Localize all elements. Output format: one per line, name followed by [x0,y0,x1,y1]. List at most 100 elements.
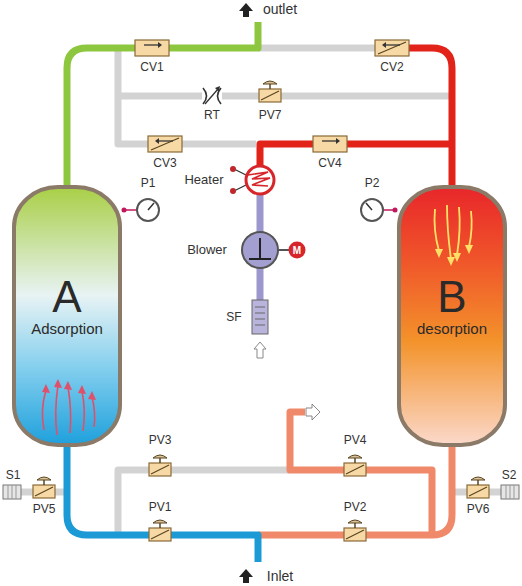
pipe [118,93,452,100]
vessel: Bdesorption [397,185,507,447]
pipe [118,470,290,535]
drawing-part [465,245,473,254]
part-label: PV5 [33,503,56,516]
gauge-tap [393,208,398,213]
blower-mark [249,238,271,259]
pneumatic-valve [344,520,366,541]
heater-symbol [230,166,274,194]
blower-symbol [242,232,306,268]
wire-end [230,166,236,172]
part-label: RT [204,109,220,122]
part-label: P2 [365,177,380,190]
vessel: AAdsorption [12,185,122,447]
pressure-gauge [361,199,398,221]
drawing-part [78,385,86,394]
restrictor-head [215,86,220,92]
inlet-arrow [239,569,253,583]
blower-body [242,232,278,268]
drawing-part [64,381,72,390]
drawing-part [42,379,96,400]
part-label: CV1 [140,61,163,74]
silencer [501,485,519,499]
drawing-part [435,249,443,258]
check-valve [375,40,409,56]
drawing-part [435,205,472,259]
pipe [67,445,258,562]
part-label: PV6 [467,503,490,516]
gauge-dial [361,199,383,221]
pneumatic-valve [149,455,171,476]
drawing-part [42,390,46,430]
part-label: PV2 [344,501,367,514]
part-label: Blower [187,243,227,257]
motor-body [289,242,306,259]
drawing-part [92,397,95,427]
part-label: CV3 [153,157,176,170]
pipe [258,45,392,52]
vessel-letter: A [52,273,81,321]
restrictor-arrow [205,89,218,104]
heater-wires [234,169,246,191]
outlet-arrow [239,3,253,17]
pneumatic-valve [33,477,55,498]
exhaust-arrow [306,404,320,420]
suction-filter [252,300,268,358]
filter-body [252,300,268,334]
pressure-gauge [122,199,160,221]
silencer [3,485,21,499]
part-label: PV3 [149,434,172,447]
drawing-part [435,209,440,251]
silencer-body [3,485,21,499]
drawing-part [56,385,58,435]
vessel-state: desorption [417,321,487,338]
part-label: CV2 [380,61,403,74]
drawing-part [14,187,120,445]
silencer-body [501,485,519,499]
heater-coil [248,172,270,186]
drawing-part [435,245,473,266]
gauge-dial [137,199,159,221]
gauge-needle [366,203,372,210]
part-label: P1 [141,177,156,190]
part-label: S1 [6,469,21,482]
drawing-part [469,211,472,247]
pipe [260,144,452,166]
vessel-text: Bdesorption [397,185,507,338]
drawing-part [399,187,505,445]
drawing-part [88,391,96,400]
vessel-letter: B [437,273,466,321]
pneumatic-valve [259,81,281,102]
check-valve [135,40,169,56]
part-label: PV7 [259,109,282,122]
pneumatic-valve [149,520,171,541]
pneumatic-valve [467,477,489,498]
drawing-part [447,257,455,266]
pipe [67,22,258,185]
drawing-part [42,384,50,393]
drawing-part [42,385,94,435]
check-valve [148,136,182,152]
drawing-part [54,379,62,388]
drawing-part [82,391,84,431]
drawing-part [457,207,460,255]
part-label: PV1 [149,501,172,514]
part-label: M [293,245,301,256]
drawing-part [68,387,71,433]
gauge-tap [122,208,127,213]
heater-body [246,166,274,194]
part-label: Inlet [267,569,293,584]
vessel-state: Adsorption [31,321,103,338]
vessel-text: AAdsorption [12,185,122,338]
pneumatic-valve [344,455,366,476]
restrictor-symbol [202,86,222,104]
part-label: S2 [502,469,517,482]
motor-shaft [278,249,289,251]
part-label: SF [226,311,241,324]
silencer-ribs [506,485,514,499]
part-label: CV4 [318,157,341,170]
part-label: outlet [263,2,297,17]
wire-end [230,188,236,194]
part-label: PV4 [344,434,367,447]
